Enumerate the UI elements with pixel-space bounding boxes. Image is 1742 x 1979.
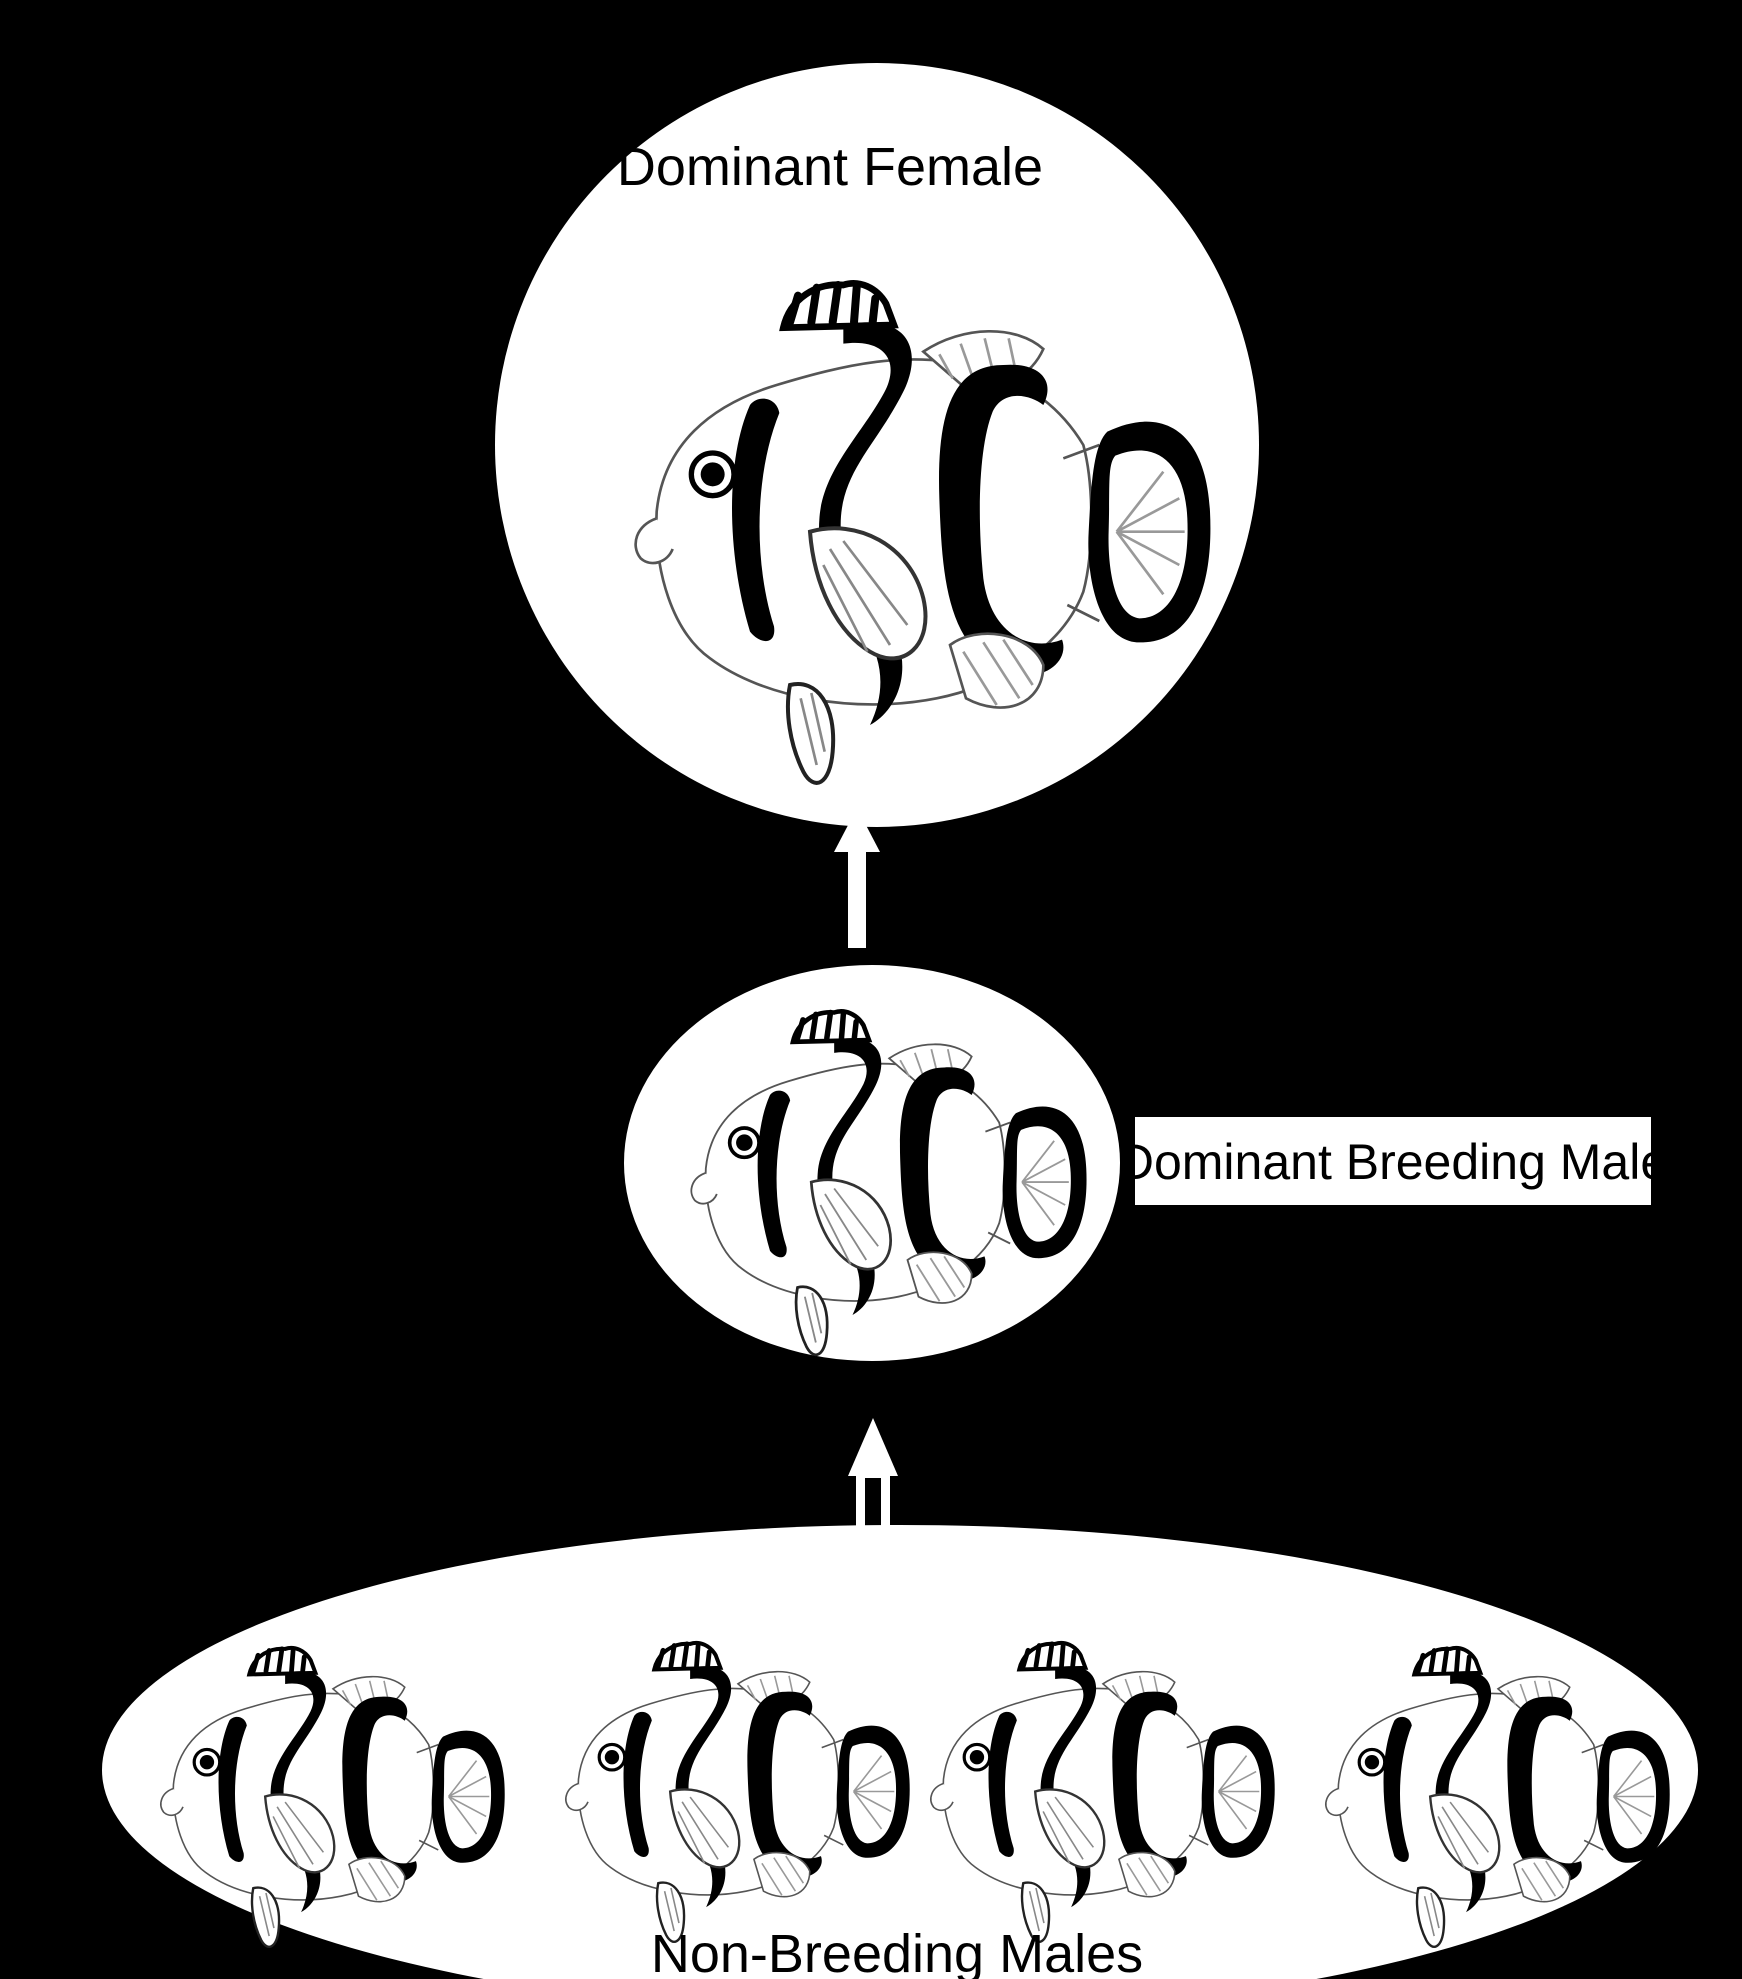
non-breeding-males-node: Non-Breeding Males bbox=[102, 1525, 1698, 1979]
dominant-breeding-male-node: Dominant Breeding Male bbox=[624, 965, 1668, 1361]
dominant-female-label: Dominant Female bbox=[617, 137, 1043, 197]
dominant-breeding-male-label-box bbox=[1135, 1117, 1651, 1205]
dominant-breeding-male-label: Dominant Breeding Male bbox=[1118, 1134, 1668, 1190]
non-breeding-males-label: Non-Breeding Males bbox=[651, 1924, 1143, 1979]
arrow-up-icon bbox=[834, 808, 880, 948]
dominant-female-node: Dominant Female bbox=[495, 63, 1259, 827]
